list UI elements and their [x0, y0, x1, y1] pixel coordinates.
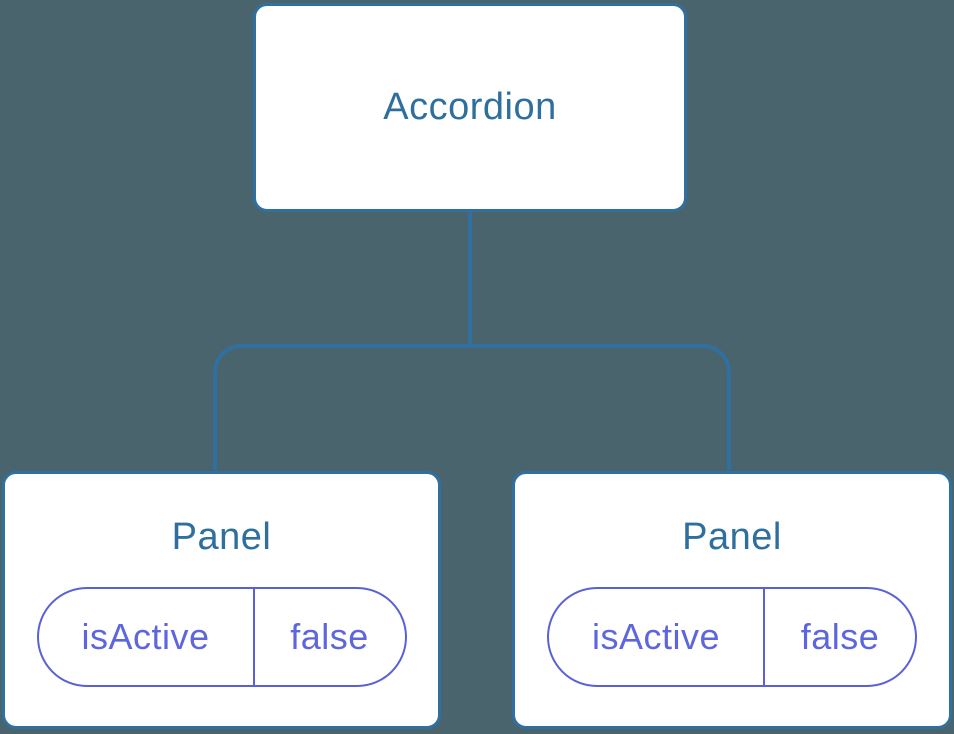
connector-root-stem [468, 212, 472, 346]
state-pill-right: isActive false [547, 587, 917, 687]
panel-node-right-label: Panel [682, 516, 782, 558]
panel-node-left: Panel isActive false [2, 471, 441, 729]
accordion-node: Accordion [253, 3, 687, 212]
state-name: isActive [39, 589, 255, 685]
connector-branch-bracket [213, 344, 731, 470]
state-pill-left: isActive false [36, 587, 407, 687]
state-name: isActive [549, 589, 765, 685]
state-value: false [800, 616, 880, 657]
accordion-node-label: Accordion [383, 86, 557, 128]
panel-node-left-label: Panel [171, 516, 272, 558]
state-value: false [290, 616, 369, 657]
panel-node-right: Panel isActive false [512, 471, 952, 729]
